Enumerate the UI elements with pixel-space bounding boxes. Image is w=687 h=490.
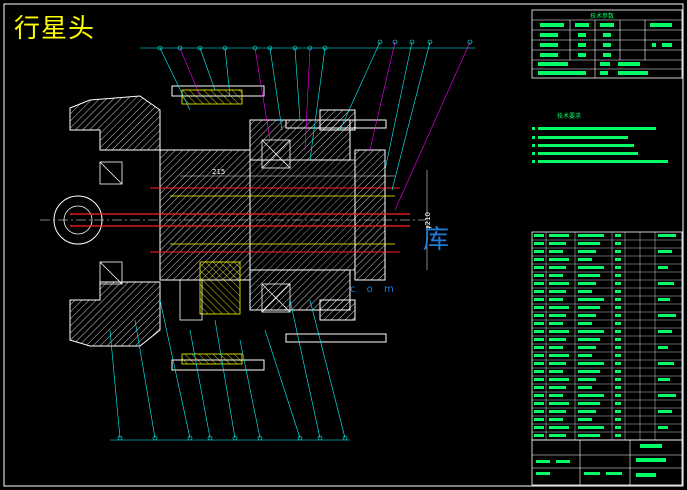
parts-row-index: [534, 426, 544, 429]
leader-lines-top: [140, 39, 475, 211]
parts-row-index: [534, 386, 544, 389]
parts-row-index: [534, 258, 544, 261]
parts-row-index: [534, 394, 544, 397]
drawing-title: 行星头: [14, 14, 96, 44]
notes-title: 技术要求: [557, 112, 581, 120]
watermark-subtext: c o m: [350, 284, 398, 295]
dimension-length: 215: [212, 168, 225, 176]
parts-row-index: [534, 282, 544, 285]
parts-row-index: [534, 354, 544, 357]
parts-row-index: [534, 434, 544, 437]
parts-row-index: [534, 402, 544, 405]
leader-balloon: [377, 39, 383, 45]
parts-row-index: [534, 314, 544, 317]
params-table-title: 技术参数: [590, 12, 614, 20]
parts-row-index: [534, 410, 544, 413]
parts-row-index: [534, 378, 544, 381]
parts-row-index: [534, 362, 544, 365]
parts-row-index: [534, 266, 544, 269]
leader-lines-bottom: [109, 299, 350, 441]
sheet-frame: [3, 3, 684, 487]
parts-row-index: [534, 250, 544, 253]
assembly-section-view: 215 φ210: [40, 85, 432, 371]
parts-row-index: [534, 418, 544, 421]
watermark-text: 库: [423, 225, 449, 255]
technical-notes: 技术要求: [532, 112, 668, 163]
parts-list: [531, 231, 683, 441]
parts-row-index: [534, 370, 544, 373]
leader-balloon: [392, 39, 398, 45]
parts-row-index: [534, 242, 544, 245]
parts-row-index: [534, 338, 544, 341]
parts-row-index: [534, 290, 544, 293]
parts-row-index: [534, 322, 544, 325]
dimension-diameter: φ210: [424, 212, 432, 230]
parts-row-index: [534, 298, 544, 301]
params-table: 技术参数: [531, 9, 683, 79]
leader-balloon: [467, 39, 473, 45]
leader-balloon: [409, 39, 415, 45]
leader-balloon: [427, 39, 433, 45]
parts-row-index: [534, 346, 544, 349]
parts-row-index: [534, 330, 544, 333]
parts-row-index: [534, 274, 544, 277]
title-block: [531, 439, 683, 486]
parts-row-index: [534, 306, 544, 309]
parts-row-index: [534, 234, 544, 237]
